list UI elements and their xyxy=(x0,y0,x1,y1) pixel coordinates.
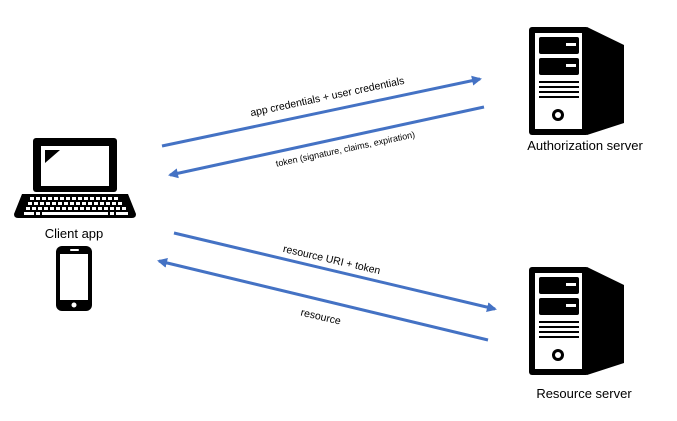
arrow-token xyxy=(168,105,485,179)
server-tower-icon xyxy=(529,267,624,375)
authorization-server-label: Authorization server xyxy=(527,138,643,153)
client-app-label: Client app xyxy=(44,226,104,241)
arrow-resource-request xyxy=(173,231,497,313)
arrow-credentials xyxy=(161,75,482,148)
arrow-resource-response xyxy=(157,258,489,342)
smartphone-icon xyxy=(56,246,92,311)
edge-label-resource-request: resource URI + token xyxy=(282,243,382,277)
edge-label-resource-response: resource xyxy=(299,307,342,328)
resource-server-label: Resource server xyxy=(536,386,632,401)
laptop-icon xyxy=(14,138,136,218)
server-tower-icon xyxy=(529,27,624,135)
